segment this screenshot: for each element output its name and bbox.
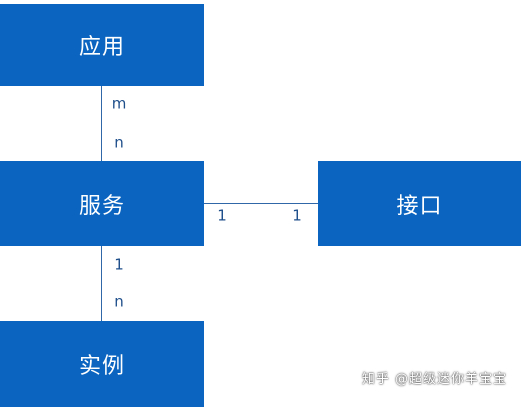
node-interface: 接口 bbox=[318, 161, 521, 246]
node-interface-label: 接口 bbox=[396, 193, 443, 219]
multiplicity-service-end-right: 1 bbox=[217, 206, 227, 225]
node-app: 应用 bbox=[0, 4, 204, 86]
multiplicity-app-end: m bbox=[111, 94, 127, 113]
node-instance-label: 实例 bbox=[78, 354, 125, 379]
watermark: 知乎 @超级迷你羊宝宝 bbox=[361, 372, 507, 387]
node-app-label: 应用 bbox=[78, 35, 125, 60]
multiplicity-instance-end: n bbox=[114, 292, 124, 311]
multiplicity-service-end-top: n bbox=[114, 133, 124, 152]
node-service-label: 服务 bbox=[78, 193, 125, 219]
node-instance: 实例 bbox=[0, 321, 204, 407]
multiplicity-interface-end: 1 bbox=[292, 206, 302, 225]
connector-service-interface bbox=[204, 203, 318, 204]
connector-service-instance bbox=[101, 246, 102, 321]
connector-app-service bbox=[101, 86, 102, 161]
node-service: 服务 bbox=[0, 161, 204, 246]
multiplicity-service-end-bottom: 1 bbox=[114, 255, 124, 274]
